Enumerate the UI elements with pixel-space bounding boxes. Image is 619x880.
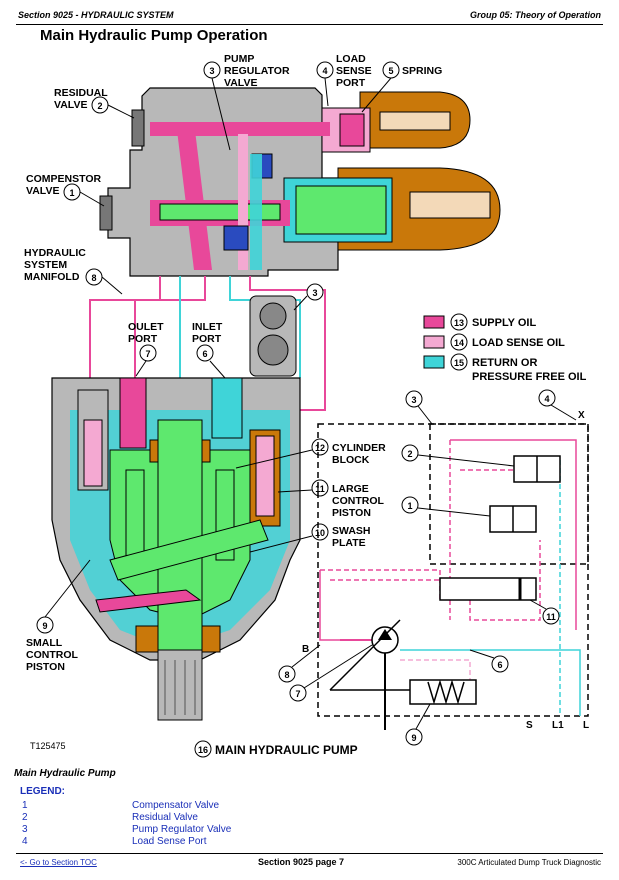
callout-3-line2: REGULATOR: [224, 65, 290, 77]
callout-4-line1: LOAD: [336, 53, 366, 65]
callout-9-num: 9: [42, 621, 47, 631]
return-oil-swatch: [423, 355, 445, 369]
legend-num: 2: [22, 812, 28, 823]
legend-num-14: 14: [454, 338, 464, 348]
schem-3-num: 3: [411, 395, 416, 405]
hydraulic-schematic: [317, 423, 589, 730]
return-oil-label: RETURN OR: [472, 357, 537, 369]
legend-text: Compensator Valve: [132, 800, 220, 811]
legend-num-13: 13: [454, 318, 464, 328]
schem-7-num: 7: [295, 689, 300, 699]
callout-1-num: 1: [69, 188, 74, 198]
callout-2-line1: RESIDUAL: [54, 87, 108, 99]
section-toc-link[interactable]: <- Go to Section TOC: [20, 858, 97, 867]
legend-text: Residual Valve: [132, 812, 198, 823]
schematic-callouts: 3 4 X 2 1 11 6 8 B 7 9 S L1 L: [278, 389, 589, 746]
callout-2-line2: VALVE: [54, 99, 87, 111]
callout-6-num: 6: [202, 349, 207, 359]
callout-11-line2: CONTROL: [332, 495, 384, 507]
schem-9-num: 9: [411, 733, 416, 743]
callout-7-num: 7: [145, 349, 150, 359]
pressure-free-oil-label: PRESSURE FREE OIL: [472, 371, 587, 383]
legend-text: Load Sense Port: [132, 836, 207, 847]
callout-10-line2: PLATE: [332, 537, 366, 549]
figure-caption: Main Hydraulic Pump: [14, 768, 116, 779]
callout-12-num: 12: [315, 443, 325, 453]
callout-6-line1: INLET: [192, 321, 223, 333]
figure-id: T125475: [30, 741, 66, 751]
callout-10-line1: SWASH: [332, 525, 371, 537]
callout-6-line2: PORT: [192, 333, 222, 345]
regulator-valve-body: [99, 87, 501, 277]
footer-manual: 300C Articulated Dump Truck Diagnostic: [457, 858, 601, 867]
load-sense-oil-label: LOAD SENSE OIL: [472, 337, 565, 349]
legend-title: LEGEND:: [20, 786, 65, 797]
supply-oil-label: SUPPLY OIL: [472, 317, 536, 329]
callout-1-line2: VALVE: [26, 185, 59, 197]
page-title: Main Hydraulic Pump Operation: [40, 27, 268, 44]
callout-7-line2: PORT: [128, 333, 158, 345]
main-hydraulic-pump-label: MAIN HYDRAULIC PUMP: [215, 743, 358, 757]
callout-3-line3: VALVE: [224, 77, 257, 89]
main-pump-housing: [51, 377, 301, 721]
callout-4-num: 4: [322, 66, 327, 76]
callout-12-line2: BLOCK: [332, 454, 370, 466]
callout-7-line1: OULET: [128, 321, 164, 333]
footer-rule: [16, 853, 603, 854]
callout-3-num: 3: [209, 66, 214, 76]
port-s: S: [526, 720, 533, 731]
callout-3-line1: PUMP: [224, 53, 254, 65]
callout-3b-num: 3: [312, 288, 317, 298]
port-b: B: [302, 644, 309, 655]
legend-num: 4: [22, 836, 28, 847]
callout-5-num: 5: [388, 66, 393, 76]
callout-2-num: 2: [97, 101, 102, 111]
port-l: L: [583, 720, 589, 731]
pump-regulator-block: [249, 295, 297, 377]
port-l1: L1: [552, 720, 564, 731]
callout-5-line1: SPRING: [402, 65, 442, 77]
callout-16-num: 16: [198, 745, 208, 755]
legend-num: 1: [22, 800, 28, 811]
legend-num: 3: [22, 824, 28, 835]
schem-11-num: 11: [546, 612, 556, 622]
pump-callouts: RESIDUAL VALVE 2 COMPENSTOR VALVE 1 3 PU…: [24, 53, 442, 758]
schem-8-num: 8: [284, 670, 289, 680]
callout-9-line2: CONTROL: [26, 649, 78, 661]
callout-4-line2: SENSE: [336, 65, 372, 77]
port-x: X: [578, 410, 585, 421]
legend-num-15: 15: [454, 358, 464, 368]
callout-8-line3: MANIFOLD: [24, 271, 80, 283]
legend-text: Pump Regulator Valve: [132, 824, 232, 835]
schem-2-num: 2: [407, 449, 412, 459]
callout-8-num: 8: [91, 273, 96, 283]
schem-6-num: 6: [497, 660, 502, 670]
callout-9-line3: PISTON: [26, 661, 65, 673]
callout-10-num: 10: [315, 528, 325, 538]
callout-12-line1: CYLINDER: [332, 442, 386, 454]
callout-11-line3: PISTON: [332, 507, 371, 519]
supply-oil-swatch: [423, 315, 445, 329]
callout-11-line1: LARGE: [332, 483, 369, 495]
callout-11-num: 11: [315, 484, 325, 494]
oil-legend: 13 SUPPLY OIL 14 LOAD SENSE OIL 15 RETUR…: [423, 313, 587, 383]
header-rule: [16, 24, 603, 25]
callout-8-line1: HYDRAULIC: [24, 247, 86, 259]
callout-4-line3: PORT: [336, 77, 366, 89]
load-sense-oil-swatch: [423, 335, 445, 349]
callout-8-line2: SYSTEM: [24, 259, 67, 271]
header-group: Group 05: Theory of Operation: [469, 10, 601, 20]
callout-1-line1: COMPENSTOR: [26, 173, 101, 185]
oil-lines: [89, 276, 326, 411]
header-section: Section 9025 - HYDRAULIC SYSTEM: [18, 10, 174, 20]
callout-9-line1: SMALL: [26, 637, 63, 649]
footer-page: Section 9025 page 7: [258, 857, 345, 867]
hydraulic-pump-diagram: 13 SUPPLY OIL 14 LOAD SENSE OIL 15 RETUR…: [24, 53, 589, 758]
schem-4-num: 4: [544, 394, 549, 404]
schem-1-num: 1: [407, 501, 412, 511]
